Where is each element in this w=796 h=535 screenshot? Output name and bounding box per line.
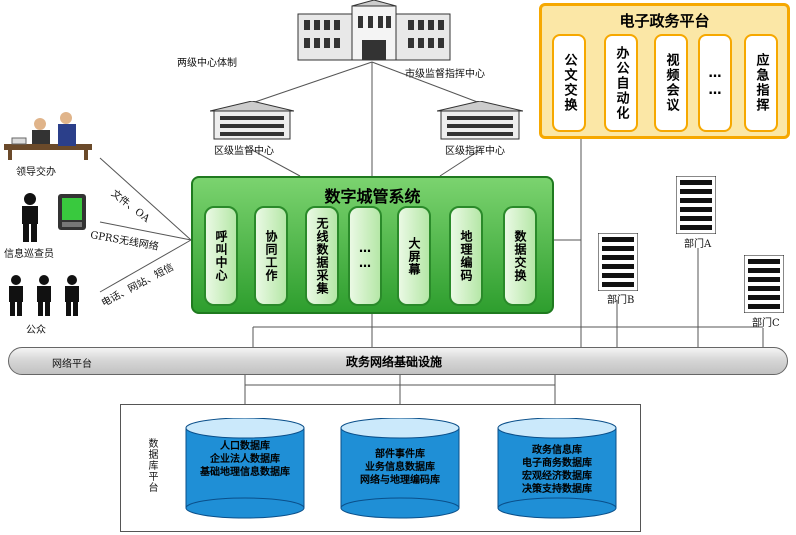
database-cylinder-3: 政务信息库 电子商务数据库 宏观经济数据库 决策支持数据库 — [497, 417, 617, 520]
city-center-label: 市级监督指挥中心 — [405, 69, 485, 80]
db3-line-4: 决策支持数据库 — [522, 484, 592, 495]
db2-line-2: 业务信息数据库 — [365, 462, 435, 473]
department-b-building-icon — [598, 233, 638, 291]
db3-line-2: 电子商务数据库 — [522, 458, 592, 469]
database-cylinder-1: 人口数据库 企业法人数据库 基础地理信息数据库 — [185, 417, 305, 520]
network-pipe — [8, 347, 788, 375]
egov-title: 电子政务平台 — [619, 12, 710, 30]
city-item-more: …… — [348, 206, 382, 306]
egov-item-video-conference: 视频会议 — [654, 34, 688, 132]
db2-line-3: 网络与地理编码库 — [360, 475, 440, 486]
public-label: 公众 — [26, 325, 46, 336]
city-system-title: 数字城管系统 — [324, 187, 421, 206]
leader-label: 领导交办 — [16, 167, 56, 178]
department-b-label: 部门B — [607, 295, 635, 306]
department-a-building-icon — [676, 176, 716, 234]
db1-line-3: 基础地理信息数据库 — [200, 467, 290, 478]
egov-item-more: …… — [698, 34, 732, 132]
database-cylinder-2: 部件事件库 业务信息数据库 网络与地理编码库 — [340, 417, 460, 520]
db1-line-1: 人口数据库 — [220, 441, 270, 452]
egov-item-emergency-command: 应急指挥 — [744, 34, 778, 132]
egov-platform: 电子政务平台 公文交换 办公自动化 视频会议 …… 应急指挥 — [539, 3, 790, 139]
city-item-collaboration: 协同工作 — [254, 206, 288, 306]
inspector-icon — [22, 193, 86, 242]
database-platform-label: 数据库平台 — [146, 438, 157, 493]
digital-urban-management-system: 数字城管系统 呼叫中心 协同工作 无线数据采集 …… 大屏幕 地理编码 数据交换 — [191, 176, 554, 314]
db1-line-2: 企业法人数据库 — [210, 454, 280, 465]
two-level-system-label: 两级中心体制 — [177, 58, 237, 69]
district-supervision-building-icon — [210, 101, 294, 140]
department-a-label: 部门A — [684, 239, 712, 250]
district-command-building-icon — [437, 101, 523, 140]
department-c-label: 部门C — [752, 318, 780, 329]
leader-desk-icon — [4, 112, 92, 160]
city-item-geocoding: 地理编码 — [449, 206, 483, 306]
db3-line-1: 政务信息库 — [532, 445, 582, 456]
egov-item-office-automation: 办公自动化 — [604, 34, 638, 132]
db2-line-1: 部件事件库 — [375, 449, 425, 460]
city-item-call-center: 呼叫中心 — [204, 206, 238, 306]
district-supervision-label: 区级监督中心 — [214, 146, 274, 157]
db3-line-3: 宏观经济数据库 — [522, 471, 592, 482]
public-icon — [9, 275, 79, 316]
district-command-label: 区级指挥中心 — [445, 146, 505, 157]
city-item-wireless-collection: 无线数据采集 — [305, 206, 339, 306]
network-platform-label: 网络平台 — [52, 359, 92, 370]
city-item-big-screen: 大屏幕 — [397, 206, 431, 306]
network-infrastructure-label: 政务网络基础设施 — [346, 355, 443, 369]
inspector-label: 信息巡查员 — [4, 249, 54, 260]
city-center-building-icon — [297, 0, 451, 61]
city-item-data-exchange: 数据交换 — [503, 206, 537, 306]
department-c-building-icon — [744, 255, 784, 313]
egov-item-document-exchange: 公文交换 — [552, 34, 586, 132]
